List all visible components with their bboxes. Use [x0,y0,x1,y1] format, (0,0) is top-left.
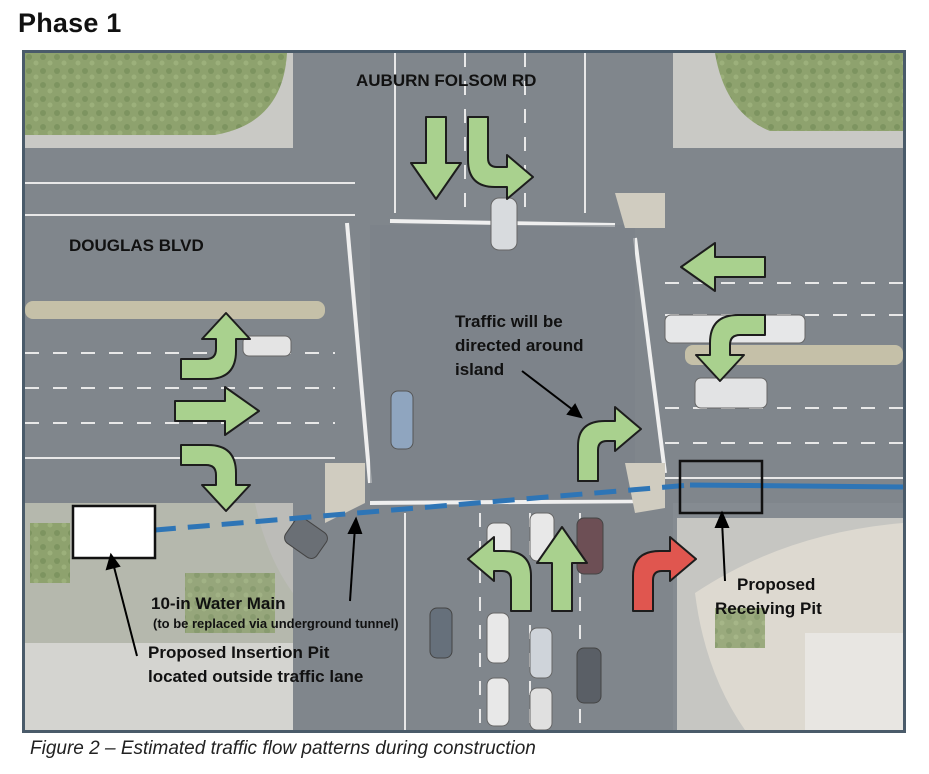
eastbound-left-turn-arrow [180,312,251,380]
southbound-through-arrow [410,116,462,200]
se-corner [677,518,903,730]
vehicles [242,197,806,730]
northbound-through-arrow [536,526,588,612]
nw-corner [25,53,293,148]
water-main-sublabel: (to be replaced via underground tunnel) [153,616,399,631]
annotation-pointers [105,370,730,657]
westbound-through-arrow [680,242,766,292]
figure-caption: Figure 2 – Estimated traffic flow patter… [30,738,536,759]
traffic-arrows [174,116,766,612]
aerial-diagram: AUBURN FOLSOM RD DOUGLAS BLVD Traffic wi… [22,50,906,733]
water-main [119,482,903,536]
page-title: Phase 1 [18,8,122,38]
northbound-right-turn-blocked-arrow [632,536,697,612]
northbound-right-turn-arrow [577,406,642,482]
eastbound-through-arrow [174,386,260,436]
insertion-pit-label-line2: located outside traffic lane [148,667,363,686]
insertion-pit-label-line1: Proposed Insertion Pit [148,643,330,662]
street-label-north: AUBURN FOLSOM RD [356,71,536,90]
insertion-pit [71,504,157,560]
island-note-line3: island [455,360,504,379]
northbound-left-turn-arrow [467,536,532,612]
water-main-label: 10-in Water Main [151,594,285,613]
intersection-map: AUBURN FOLSOM RD DOUGLAS BLVD Traffic wi… [25,53,903,730]
island-note-line2: directed around [455,336,583,355]
eastbound-right-turn-arrow [180,444,251,512]
street-label-west: DOUGLAS BLVD [69,236,204,255]
receiving-pit-label-line1: Proposed [737,575,815,594]
southbound-right-turn-arrow [467,116,534,200]
westbound-left-turn-arrow [695,314,766,382]
crosswalks [345,219,667,505]
island-note-line1: Traffic will be [455,312,563,331]
ne-corner [673,53,903,153]
west-median [25,301,325,319]
sw-corner [25,503,325,730]
receiving-pit-label-line2: Receiving Pit [715,599,822,618]
